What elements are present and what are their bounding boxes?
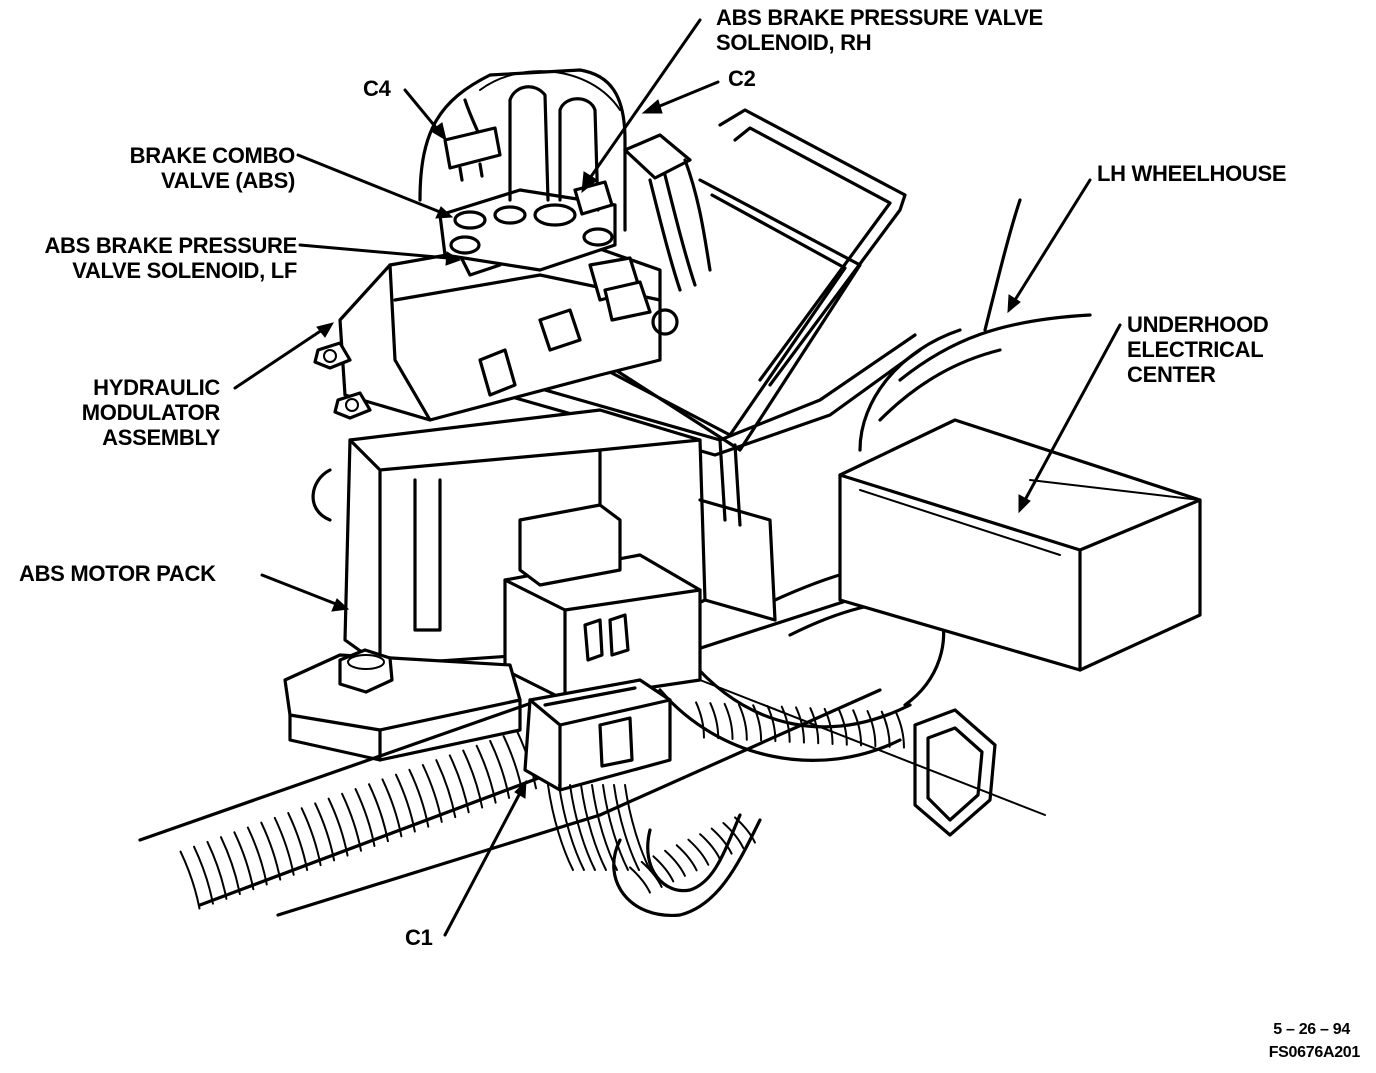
c1-wire [624,784,651,871]
conduit-rib [368,783,389,843]
conduit-rib [880,710,891,748]
mounting-bracket [283,648,522,762]
label-lh-wheelhouse: LH WHEELHOUSE [1097,161,1287,186]
conduit-rib [895,711,905,749]
conduit-rib [709,702,720,740]
footer-code: FS0676A201 [1268,1044,1361,1061]
label-c2: C2 [728,66,756,91]
grommet [913,708,997,837]
conduit-rib [206,840,228,900]
conduit-rib [722,822,745,850]
label-lf-solenoid: ABS BRAKE PRESSURE VALVE SOLENOID, LF [44,233,297,283]
label-hydraulic-modulator: HYDRAULIC MODULATOR ASSEMBLY [81,375,221,450]
c1-wire [602,784,629,871]
reference-line [699,679,1046,816]
conduit-rib [475,744,497,804]
conduit-rib [327,797,349,857]
c1-wire [580,784,607,871]
c4-connector [443,98,502,182]
conduit-rib [752,704,763,742]
c1-wire [569,784,596,871]
conduit-rib [300,807,322,867]
c2-connector [623,133,712,292]
leader-lines [233,18,1122,937]
conduit-rib [219,836,241,896]
conduit-rib [866,710,877,748]
conduit-rib [723,702,734,740]
conduit-rib [462,749,484,809]
conduit-rib [354,788,376,847]
c1-wire [547,784,574,871]
conduit-rib [629,866,651,894]
label-underhood-electrical-center: UNDERHOOD ELECTRICAL CENTER [1127,312,1269,387]
brake-combo-valve [438,188,617,272]
electronic-control-unit [503,498,777,702]
conduit-rib [314,802,336,862]
underhood-electrical-center [838,418,1202,672]
conduit-rib [341,792,362,852]
conduit-rib [394,773,416,833]
lh-wheelhouse [858,198,1201,501]
reservoir [418,68,627,232]
conduit-rib [837,708,848,746]
conduit-rib [448,754,470,814]
label-c4: C4 [363,76,391,101]
label-brake-combo-valve: BRAKE COMBO VALVE (ABS) [129,143,296,193]
conduit-rib [421,763,443,823]
conduit-rib [640,860,663,888]
conduit-rib [766,705,777,743]
c1-connector [523,678,672,871]
conduit-rib [287,812,309,872]
conduit-rib [193,845,214,905]
conduit-rib [664,849,686,877]
conduit-rib [408,768,430,828]
conduit-rib [710,827,733,855]
conduit-rib [435,759,457,819]
solenoids [573,180,652,322]
conduit-rib [246,826,268,886]
frame-rail-harness [138,588,882,917]
label-abs-motor-pack: ABS MOTOR PACK [19,561,216,586]
conduit-rib [260,821,282,881]
conduit-rib [652,855,675,883]
right-harness [658,558,946,762]
footer-date: 5 – 26 – 94 [1273,1021,1350,1038]
conduit-rib [233,831,255,891]
conduit-rib [780,705,791,743]
conduit-rib [675,844,698,872]
conduit-rib [489,739,511,799]
c1-wire [613,784,640,871]
label-c1: C1 [405,925,433,950]
conduit-rib [273,816,295,876]
c1-wire [591,784,618,871]
conduit-rib [695,701,705,739]
conduit-rib [823,707,834,745]
conduit-rib [795,706,805,744]
c1-harness-loop [612,813,762,917]
conduit-rib [179,850,201,910]
conduit-rib [687,838,710,866]
conduit-rib [699,833,721,861]
conduit-rib [737,703,748,741]
label-rh-solenoid: ABS BRAKE PRESSURE VALVE SOLENOID, RH [716,5,1043,55]
c1-wire [558,784,585,871]
conduit-rib [734,816,756,844]
conduit-rib [381,778,403,838]
hydraulic-modulator [313,233,679,422]
